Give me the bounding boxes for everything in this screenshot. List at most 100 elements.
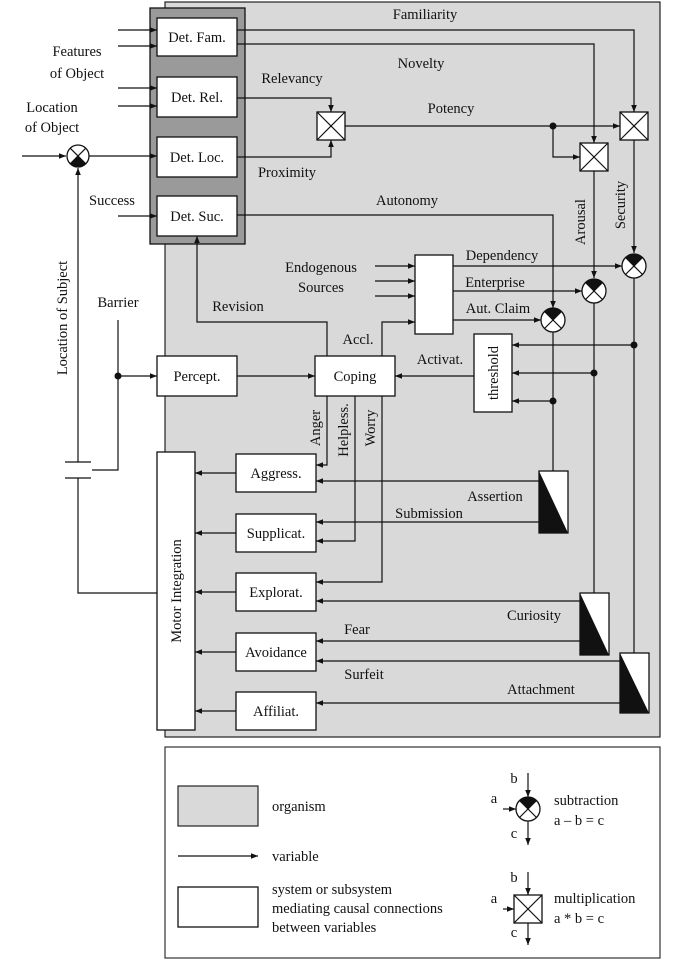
arousal-label: Arousal bbox=[573, 199, 589, 245]
det-suc-block: Det. Suc. bbox=[156, 195, 238, 237]
det-rel-block: Det. Rel. bbox=[156, 76, 238, 118]
dependency-label: Dependency bbox=[466, 248, 539, 264]
anger-arrow bbox=[316, 396, 328, 468]
motor-to-capacitor-line bbox=[77, 478, 157, 594]
relevancy-label: Relevancy bbox=[261, 71, 323, 87]
submission-label: Submission bbox=[395, 506, 463, 522]
relevancy-arrow bbox=[237, 97, 334, 112]
threshold-block: threshold bbox=[473, 333, 513, 413]
arousal-mult-node bbox=[579, 142, 609, 172]
supplicat-block: Supplicat. bbox=[235, 513, 317, 553]
legend-system-label-1: system or subsystem bbox=[272, 882, 393, 898]
curiosity-subtraction-node bbox=[581, 278, 607, 304]
attachment-label: Attachment bbox=[507, 682, 575, 698]
features-label-2: of Object bbox=[50, 66, 104, 82]
accl-arrow bbox=[381, 319, 415, 356]
potency-label: Potency bbox=[428, 101, 475, 117]
endogenous-block bbox=[414, 254, 454, 335]
percept-label: Percept. bbox=[173, 369, 220, 385]
affiliat-block: Affiliat. bbox=[235, 691, 317, 731]
familiarity-arrow bbox=[237, 29, 637, 112]
legend-sub-a: a bbox=[491, 791, 498, 807]
assertion-label: Assertion bbox=[467, 489, 523, 505]
curiosity-drive-block bbox=[579, 592, 610, 656]
explorat-block: Explorat. bbox=[235, 572, 317, 612]
coping-block: Coping bbox=[314, 355, 396, 397]
activat-label: Activat. bbox=[417, 352, 463, 368]
endogenous-label-2: Sources bbox=[298, 280, 344, 296]
endogenous-label-1: Endogenous bbox=[285, 260, 357, 276]
location-subtraction-node bbox=[66, 144, 90, 168]
legend-subtraction-label: subtraction bbox=[554, 793, 619, 809]
anger-label: Anger bbox=[308, 410, 324, 446]
autonomy-arrow bbox=[237, 214, 556, 308]
affiliat-label: Affiliat. bbox=[253, 704, 299, 720]
novelty-arrow bbox=[237, 43, 597, 143]
legend-system-swatch bbox=[177, 886, 259, 928]
novelty-label: Novelty bbox=[398, 56, 445, 72]
worry-arrow bbox=[316, 396, 383, 585]
accl-label: Accl. bbox=[343, 332, 374, 348]
legend-sub-c: c bbox=[511, 826, 517, 842]
helpless-label: Helpless. bbox=[336, 403, 352, 457]
autonomy-label: Autonomy bbox=[376, 193, 439, 209]
det-suc-label: Det. Suc. bbox=[170, 209, 224, 225]
legend-multiplication-label: multiplication bbox=[554, 891, 636, 907]
legend-mul-a: a bbox=[491, 891, 498, 907]
legend-mul-b: b bbox=[510, 870, 517, 886]
location-subject-label: Location of Subject bbox=[55, 261, 71, 375]
barrier-to-capacitor-line bbox=[92, 376, 119, 471]
success-label: Success bbox=[89, 193, 135, 209]
motor-integration-block: Motor Integration bbox=[156, 451, 196, 731]
security-mult-node bbox=[619, 111, 649, 141]
potency-to-arousal-mult-arrow bbox=[552, 126, 580, 160]
legend-variable-label: variable bbox=[272, 849, 319, 865]
assertion-subtraction-node bbox=[540, 307, 566, 333]
aggress-label: Aggress. bbox=[250, 466, 301, 482]
enterprise-label: Enterprise bbox=[465, 275, 525, 291]
relevancy-proximity-mult-node bbox=[316, 111, 346, 141]
coping-label: Coping bbox=[334, 369, 377, 385]
avoidance-block: Avoidance bbox=[235, 632, 317, 672]
legend-sub-b: b bbox=[510, 771, 517, 787]
legend-organism-swatch bbox=[177, 785, 259, 827]
det-fam-block: Det. Fam. bbox=[156, 17, 238, 57]
det-loc-block: Det. Loc. bbox=[156, 136, 238, 178]
explorat-label: Explorat. bbox=[249, 585, 303, 601]
legend-subtraction-formula: a – b = c bbox=[554, 813, 604, 829]
legend-mul-c: c bbox=[511, 925, 517, 941]
motor-integration-label: Motor Integration bbox=[169, 539, 185, 643]
fear-label: Fear bbox=[344, 622, 370, 638]
curiosity-label: Curiosity bbox=[507, 608, 562, 624]
avoidance-label: Avoidance bbox=[245, 645, 307, 661]
proximity-label: Proximity bbox=[258, 165, 317, 181]
surfeit-label: Surfeit bbox=[344, 667, 383, 683]
location-object-label-2: of Object bbox=[25, 120, 79, 136]
aut-claim-label: Aut. Claim bbox=[466, 301, 531, 317]
legend-multiplication-formula: a * b = c bbox=[554, 911, 604, 927]
legend-system-label-2: mediating causal connections bbox=[272, 901, 443, 917]
legend-system-label-3: between variables bbox=[272, 920, 377, 936]
supplicat-label: Supplicat. bbox=[247, 526, 305, 542]
det-rel-label: Det. Rel. bbox=[171, 90, 223, 106]
proximity-arrow bbox=[237, 140, 334, 158]
location-object-label-1: Location bbox=[26, 100, 78, 116]
attachment-subtraction-node bbox=[621, 253, 647, 279]
familiarity-label: Familiarity bbox=[393, 7, 458, 23]
revision-label: Revision bbox=[212, 299, 264, 315]
percept-block: Percept. bbox=[156, 355, 238, 397]
organism-region bbox=[164, 1, 661, 738]
det-loc-label: Det. Loc. bbox=[170, 150, 224, 166]
aggress-block: Aggress. bbox=[235, 453, 317, 493]
legend-subtraction-symbol bbox=[503, 773, 541, 845]
security-label: Security bbox=[613, 180, 629, 229]
legend-multiplication-symbol bbox=[503, 872, 543, 945]
attachment-drive-block bbox=[619, 652, 650, 714]
features-label-1: Features bbox=[52, 44, 101, 60]
assertion-drive-block bbox=[538, 470, 569, 534]
barrier-label: Barrier bbox=[97, 295, 138, 311]
threshold-label: threshold bbox=[486, 345, 502, 400]
worry-label: Worry bbox=[363, 409, 379, 446]
revision-arrow bbox=[194, 236, 328, 356]
